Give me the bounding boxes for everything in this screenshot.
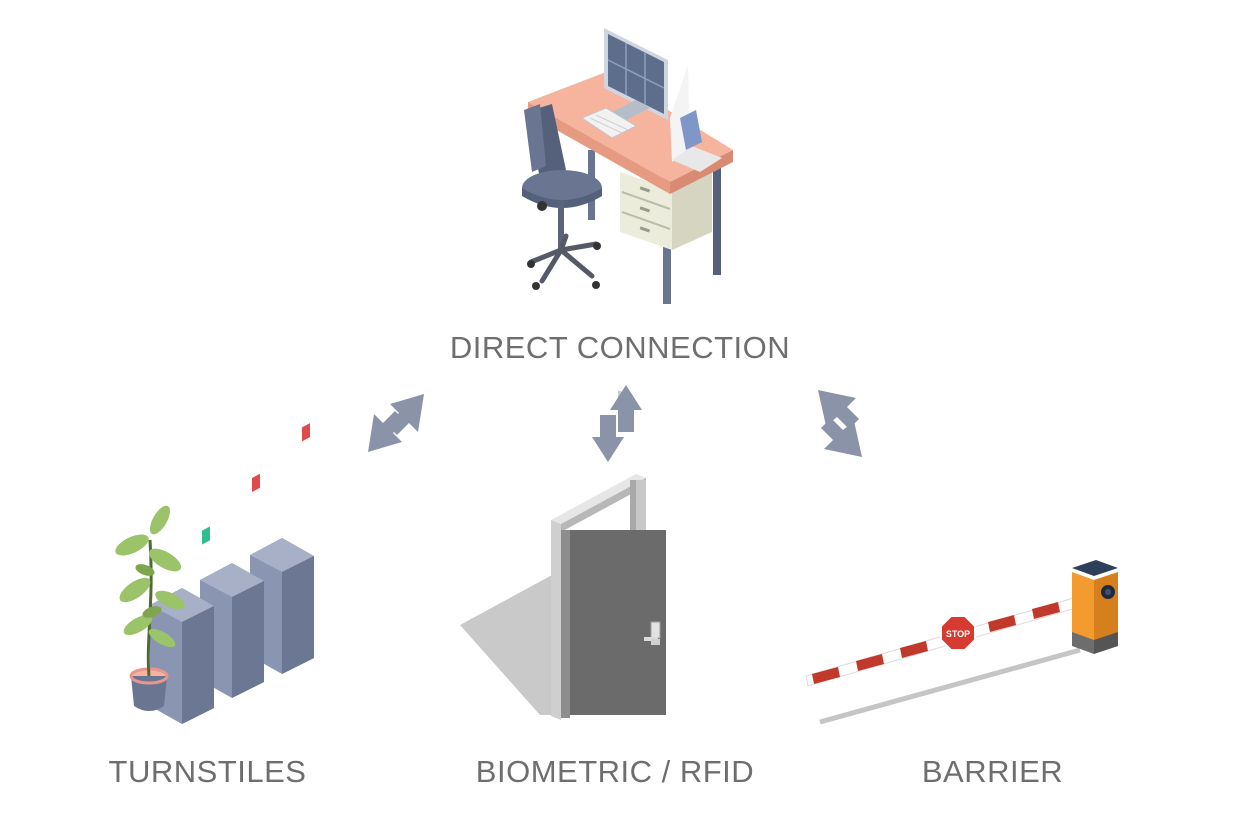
arrow-left-pair — [368, 394, 424, 452]
turnstile-gates-icon — [115, 423, 314, 724]
arrow-center-pair — [592, 385, 642, 462]
door-keypad-icon — [460, 474, 666, 720]
parking-barrier-icon: STOP — [805, 560, 1118, 725]
stop-sign-text: STOP — [946, 629, 970, 639]
workstation-desk-icon — [522, 28, 733, 410]
turnstiles-label: TURNSTILES — [108, 754, 307, 789]
arrow-right-pair — [818, 390, 862, 457]
barrier-label: BARRIER — [921, 754, 1064, 789]
direct-connection-label: DIRECT CONNECTION — [449, 330, 791, 365]
biometric-rfid-label: BIOMETRIC / RFID — [475, 754, 755, 789]
